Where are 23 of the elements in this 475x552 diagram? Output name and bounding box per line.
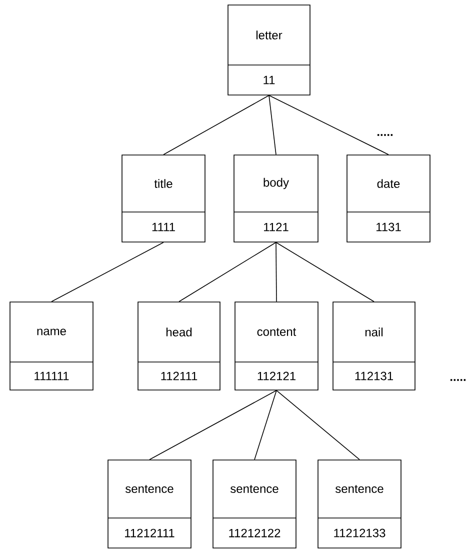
connector-line [163,95,270,155]
connector-line [254,390,277,460]
tree-node-box: date 1131 [346,154,430,242]
ellipsis-dots: ..... [377,134,393,136]
connector-line [276,242,277,302]
tree-node-box: sentence 11212111 [108,460,192,548]
connector-line [268,95,276,155]
connector-line [276,242,374,302]
connector-line [149,390,277,460]
ellipsis-dots: ..... [450,379,466,381]
tree-node-box: head 112111 [138,302,220,390]
tree-node-box: content 112121 [234,302,318,390]
connector-line [276,390,360,460]
tree-node-box: body 1121 [234,154,318,242]
connector-line [268,95,389,155]
tree-node-box: title 1111 [122,154,206,242]
tree-node-box: letter 11 [228,4,310,96]
tree-node-box: sentence 11212122 [212,460,296,548]
connector-line [178,242,276,302]
tree-node-box: nail 112131 [332,302,416,390]
tree-node-box: sentence 11212133 [318,460,402,548]
tree-node-box: name 111111 [10,302,94,390]
connector-line [51,242,164,302]
